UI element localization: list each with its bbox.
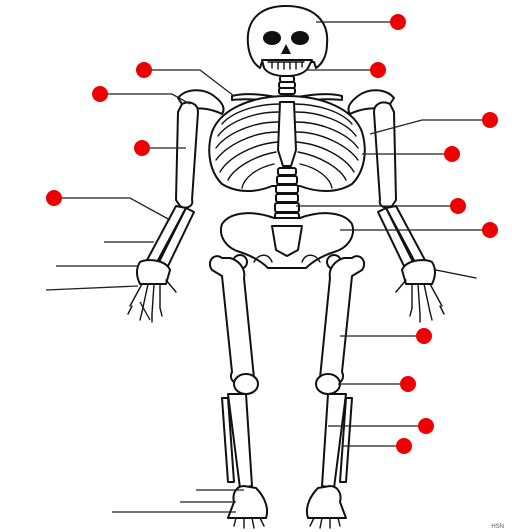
- patellae: [233, 373, 341, 395]
- label-dot-humerus[interactable]: [134, 140, 150, 156]
- tibia-fibula-right: [321, 393, 353, 489]
- tibia-fibula-left: [221, 393, 253, 489]
- pelvis: [220, 212, 354, 270]
- label-dot-mandible[interactable]: [370, 62, 386, 78]
- forearm-right: [377, 205, 427, 267]
- label-dot-clavicle[interactable]: [136, 62, 152, 78]
- hand-left: [127, 259, 177, 323]
- label-dot-vertebral-column[interactable]: [450, 198, 466, 214]
- label-dot-radius-ulna[interactable]: [46, 190, 62, 206]
- label-dot-scapula[interactable]: [92, 86, 108, 102]
- label-dot-fibula[interactable]: [396, 438, 412, 454]
- corner-mark: HSN: [491, 524, 504, 530]
- label-dot-tibia[interactable]: [418, 418, 434, 434]
- femur-left: [208, 255, 255, 386]
- label-dot-sternum[interactable]: [482, 112, 498, 128]
- mandible: [261, 59, 313, 77]
- cervical-vertebrae: [278, 75, 296, 95]
- foot-left: [227, 485, 268, 529]
- foot-right: [306, 485, 347, 529]
- skull: [246, 5, 329, 69]
- humerus-right: [373, 101, 397, 209]
- leader-lines: [45, 21, 490, 513]
- forearm-left: [145, 205, 195, 267]
- label-dot-pelvis[interactable]: [482, 222, 498, 238]
- label-dot-patella[interactable]: [400, 376, 416, 392]
- femur-right: [319, 255, 366, 386]
- hand-right: [395, 259, 477, 323]
- label-dot-ribs[interactable]: [444, 146, 460, 162]
- label-dot-skull[interactable]: [390, 14, 406, 30]
- label-dots: [46, 14, 498, 454]
- humerus-left: [175, 101, 199, 209]
- sternum: [277, 101, 297, 167]
- vertebral-column: [274, 167, 300, 223]
- label-dot-femur[interactable]: [416, 328, 432, 344]
